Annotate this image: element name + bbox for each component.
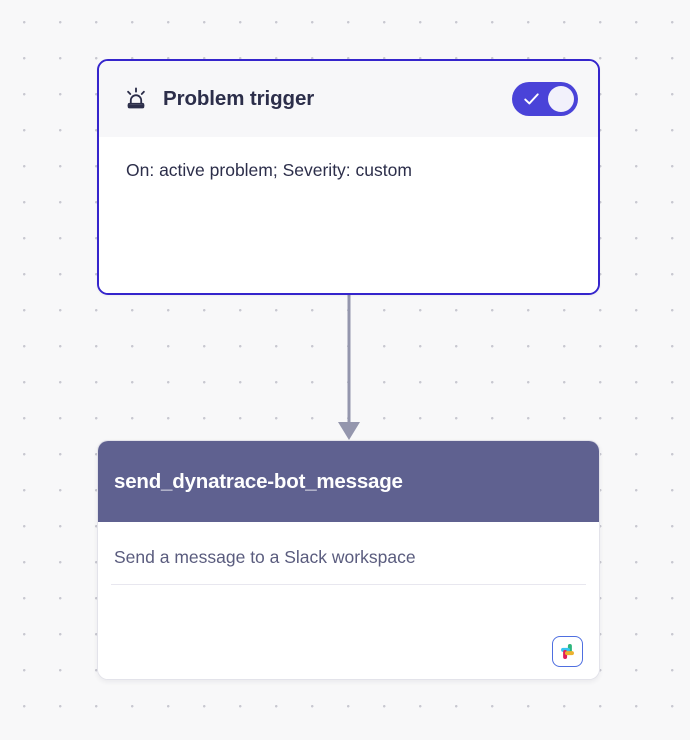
trigger-node-body: On: active problem; Severity: custom (99, 137, 598, 293)
trigger-to-action-arrow (338, 292, 360, 440)
action-description-text: Send a message to a Slack workspace (114, 547, 416, 567)
action-node[interactable]: send_dynatrace-bot_message Send a messag… (97, 440, 600, 680)
trigger-summary-text: On: active problem; Severity: custom (126, 160, 412, 180)
action-node-body: Send a message to a Slack workspace (98, 522, 599, 679)
siren-alarm-icon (127, 87, 145, 109)
slack-app-badge[interactable] (552, 636, 583, 667)
action-body-divider (111, 584, 586, 585)
trigger-node[interactable]: Problem trigger On: active problem; Seve… (97, 59, 600, 295)
trigger-node-header: Problem trigger (99, 61, 598, 137)
toggle-knob (548, 86, 574, 112)
slack-icon (561, 643, 574, 660)
action-node-header: send_dynatrace-bot_message (98, 441, 599, 522)
action-node-footer (552, 636, 583, 667)
trigger-enabled-toggle[interactable] (512, 82, 578, 116)
check-icon (524, 93, 539, 105)
action-node-title: send_dynatrace-bot_message (114, 469, 403, 493)
trigger-node-title: Problem trigger (163, 87, 315, 110)
